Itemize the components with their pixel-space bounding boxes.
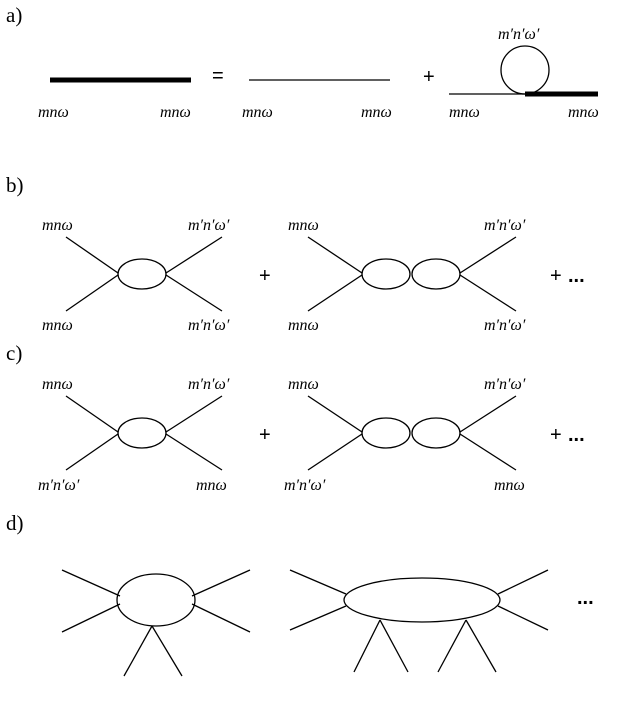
leg-bottom-left xyxy=(307,274,363,312)
leg-bottom-left xyxy=(307,433,363,471)
equals-sign: = xyxy=(212,65,224,87)
leg-down-4 xyxy=(465,619,497,673)
plus-sign: + xyxy=(423,66,435,88)
c1-top-right-index: m′n′ω′ xyxy=(188,376,230,393)
tadpole-loop xyxy=(500,45,550,95)
leg-bottom-right xyxy=(459,433,517,471)
leg-bottom-right xyxy=(191,603,251,633)
panel-b: b) mnω m′n′ω′ mnω m′n′ω′ + mnω m′n′ω′ mn… xyxy=(6,173,585,334)
bubble-loop xyxy=(117,417,167,449)
leg-top-left xyxy=(307,395,363,433)
leg-bottom-right xyxy=(497,605,549,631)
panel-d-label: d) xyxy=(6,511,24,535)
c1-bottom-left-index: m′n′ω′ xyxy=(38,477,80,494)
ellipsis: ... xyxy=(577,587,594,609)
leg-down-3 xyxy=(437,619,467,673)
ellipsis: ... xyxy=(568,265,585,287)
leg-top-right xyxy=(165,395,223,433)
ellipsis: ... xyxy=(568,424,585,446)
leg-bottom-left xyxy=(65,274,119,312)
leg-top-left xyxy=(65,236,119,274)
b1-top-right-index: m′n′ω′ xyxy=(188,217,230,234)
plus-sign: + xyxy=(259,265,271,287)
c2-top-right-index: m′n′ω′ xyxy=(484,376,526,393)
bubble-loop-1 xyxy=(361,417,411,449)
plus-sign-more: + xyxy=(550,265,562,287)
leg-bottom-right xyxy=(459,274,517,312)
b1-bottom-left-index: mnω xyxy=(42,317,73,334)
bubble-loop-2 xyxy=(411,258,461,290)
leg-down-1 xyxy=(353,619,381,673)
c1-bottom-right-index: mnω xyxy=(196,477,227,494)
b2-top-right-index: m′n′ω′ xyxy=(484,217,526,234)
panel-c-label: c) xyxy=(6,341,22,365)
b2-bottom-right-index: m′n′ω′ xyxy=(484,317,526,334)
b2-top-left-index: mnω xyxy=(288,217,319,234)
leg-bottom-right xyxy=(165,274,223,312)
bubble-loop-1 xyxy=(361,258,411,290)
leg-top-right xyxy=(459,236,517,274)
leg-top-left xyxy=(61,569,121,597)
c2-bottom-right-index: mnω xyxy=(494,477,525,494)
leg-bottom-left xyxy=(289,605,347,631)
leg-top-right xyxy=(165,236,223,274)
leg-top-right xyxy=(497,569,549,595)
panel-a-label: a) xyxy=(6,3,22,27)
vertex-bubble-large xyxy=(343,577,501,623)
plus-sign-more: + xyxy=(550,424,562,446)
leg-top-left xyxy=(307,236,363,274)
leg-top-left xyxy=(65,395,119,433)
bubble-loop xyxy=(117,258,167,290)
c1-top-left-index: mnω xyxy=(42,376,73,393)
panel-c: c) mnω m′n′ω′ m′n′ω′ mnω + mnω m′n′ω′ m′… xyxy=(6,341,585,494)
leg-bottom-left xyxy=(65,433,119,471)
plus-sign: + xyxy=(259,424,271,446)
c2-bottom-left-index: m′n′ω′ xyxy=(284,477,326,494)
panel-b-label: b) xyxy=(6,173,24,197)
leg-down-left xyxy=(123,625,153,677)
bubble-loop-2 xyxy=(411,417,461,449)
vertex-bubble xyxy=(116,573,196,627)
loop-index-label: m′n′ω′ xyxy=(498,26,540,43)
rhs2-right-index: mnω xyxy=(568,104,599,121)
leg-top-right xyxy=(459,395,517,433)
leg-bottom-right xyxy=(165,433,223,471)
leg-down-right xyxy=(151,625,183,677)
b2-bottom-left-index: mnω xyxy=(288,317,319,334)
lhs-right-index: mnω xyxy=(160,104,191,121)
b1-top-left-index: mnω xyxy=(42,217,73,234)
b1-bottom-right-index: m′n′ω′ xyxy=(188,317,230,334)
lhs-left-index: mnω xyxy=(38,104,69,121)
rhs2-left-index: mnω xyxy=(449,104,480,121)
rhs1-right-index: mnω xyxy=(361,104,392,121)
rhs1-left-index: mnω xyxy=(242,104,273,121)
panel-a: a) mnω mnω = mnω mnω + m′n′ω′ mnω mnω xyxy=(6,3,599,121)
panel-d: d) ... xyxy=(6,511,594,677)
leg-bottom-left xyxy=(61,603,121,633)
c2-top-left-index: mnω xyxy=(288,376,319,393)
leg-top-right xyxy=(191,569,251,597)
leg-top-left xyxy=(289,569,347,595)
leg-down-2 xyxy=(379,619,409,673)
